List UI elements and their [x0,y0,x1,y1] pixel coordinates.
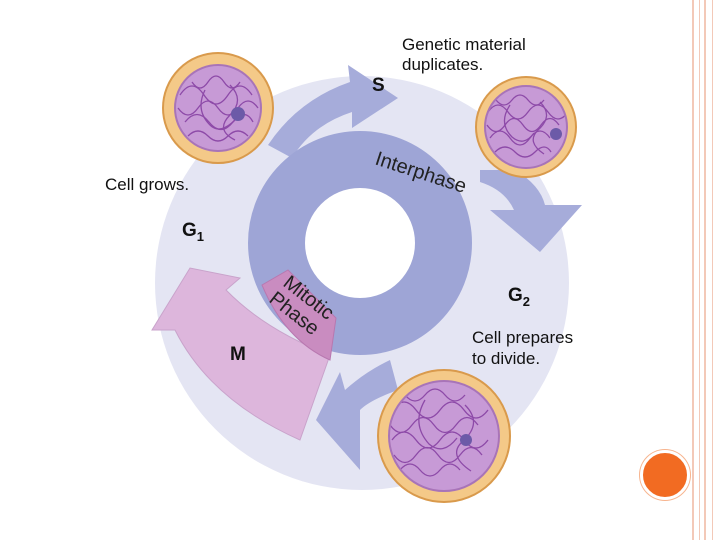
interphase-ring [248,131,472,355]
orange-bullet-icon [640,450,690,500]
g2-to-m-arrow [316,360,398,470]
cell-g1 [162,52,274,164]
note-g2-line1: Cell prepares [472,328,573,347]
decorative-rail [692,0,694,540]
g1-to-s-arrow [268,65,398,158]
decorative-rail [704,0,706,540]
note-g1: Cell grows. [105,175,189,194]
decorative-rail [712,0,713,540]
phase-label-g1: G1 [182,220,204,244]
mitotic-phase-wedge [261,269,337,361]
phase-label-s: S [372,75,385,96]
phase-label-g2: G2 [508,285,530,309]
cell-g2 [377,369,511,503]
note-s-line2: duplicates. [402,55,483,74]
note-s-line1: Genetic material [402,35,526,54]
note-g2-line2: to divide. [472,349,540,368]
phase-label-m: M [230,344,246,365]
s-to-g2-arrow [480,170,582,252]
cell-s [475,76,577,178]
m-phase-arrow [151,267,331,441]
decorative-rail [699,0,700,540]
inner-hole [305,188,415,298]
